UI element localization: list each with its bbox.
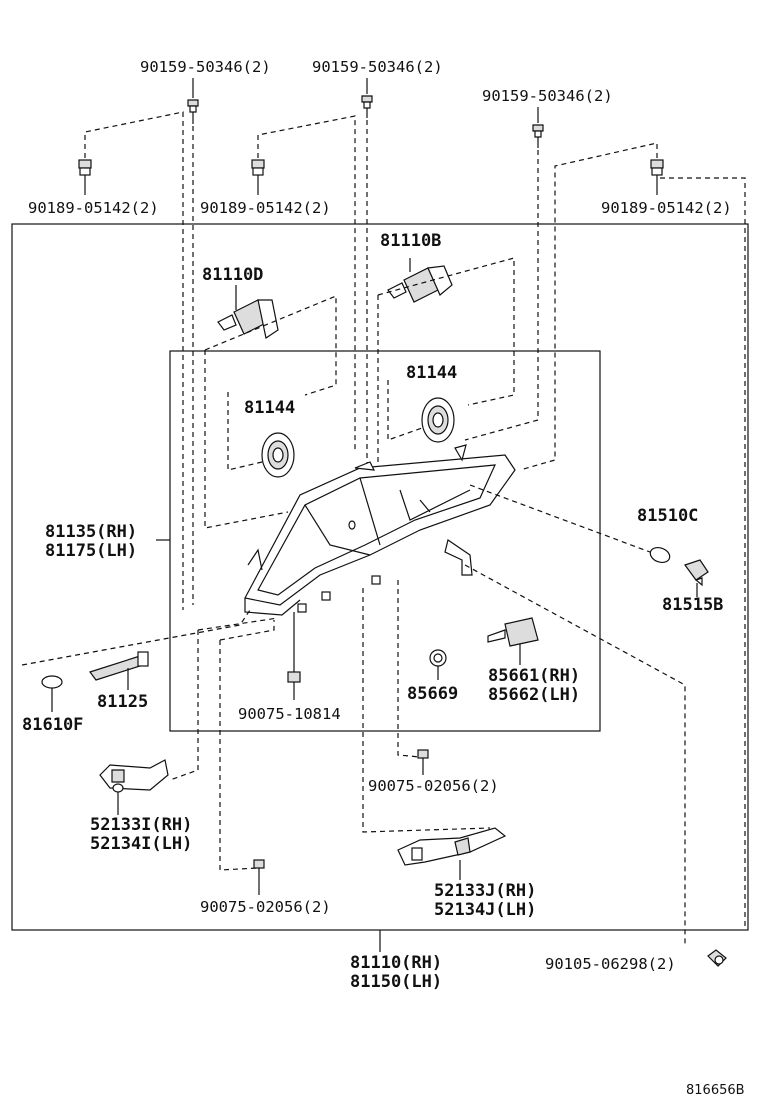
- label-bulb-b: 81110B: [380, 231, 441, 251]
- bulb-81610f-icon: [41, 675, 63, 689]
- housing-subframe: [169, 350, 601, 732]
- label-bolt-c: 90159-50346(2): [482, 87, 613, 105]
- label-screw-02056-lower: 90075-02056(2): [200, 898, 331, 916]
- leader-line: [169, 630, 199, 781]
- leader-line: [397, 580, 421, 758]
- nut-icon: [650, 159, 664, 195]
- label-bracket-j-rh: 52133J(RH): [434, 881, 536, 901]
- headlamp-housing-icon: [244, 444, 516, 616]
- label-ballast-rh: 85661(RH): [488, 666, 580, 686]
- hid-bulb-81110d-icon: [217, 285, 279, 339]
- leader-line: [519, 142, 658, 471]
- label-ballast-lh: 85662(LH): [488, 685, 580, 705]
- label-screw-10814: 90075-10814: [238, 705, 341, 723]
- bolt-icon: [361, 95, 373, 118]
- leader-line: [219, 640, 259, 871]
- label-assy-rh: 81110(RH): [350, 953, 442, 973]
- label-bulb-81610f: 81610F: [22, 715, 83, 735]
- label-bracket-i-rh: 52133I(RH): [90, 815, 192, 835]
- nut-icon: [251, 159, 265, 195]
- dust-cap-left-icon: [261, 432, 295, 478]
- bolt-icon: [532, 124, 544, 148]
- label-bolt-b: 90159-50346(2): [312, 58, 443, 76]
- label-cap-left: 81144: [244, 398, 295, 418]
- label-bracket-j-lh: 52134J(LH): [434, 900, 536, 920]
- label-nut-c: 90189-05142(2): [601, 199, 732, 217]
- label-cap-right: 81144: [406, 363, 457, 383]
- leader-line: [464, 564, 686, 945]
- leader-line: [219, 620, 275, 641]
- label-housing-rh: 81135(RH): [45, 522, 137, 542]
- screw-10814-icon: [287, 671, 301, 683]
- leader-line: [21, 609, 251, 666]
- label-bracket-i-lh: 52134I(LH): [90, 834, 192, 854]
- leader-line: [227, 392, 263, 471]
- leader-line: [464, 150, 539, 441]
- bracket-52133i-icon: [99, 759, 169, 793]
- label-nut-b: 90189-05142(2): [200, 199, 331, 217]
- bracket-52133j-icon: [397, 827, 507, 866]
- leader-line: [362, 588, 491, 833]
- label-socket-b: 81515B: [662, 595, 723, 615]
- label-bolt-a: 90159-50346(2): [140, 58, 271, 76]
- label-bulb-d: 81110D: [202, 265, 263, 285]
- leader-line: [84, 111, 184, 610]
- label-grommet: 85669: [407, 684, 458, 704]
- nut-icon: [78, 159, 92, 195]
- leader-line: [204, 350, 289, 529]
- bolt-icon: [187, 99, 199, 124]
- ballast-85661-icon: [487, 617, 539, 647]
- socket-81515b-icon: [684, 559, 709, 587]
- label-screw-06298: 90105-06298(2): [545, 955, 676, 973]
- hid-bulb-81110b-icon: [387, 258, 453, 303]
- grommet-85669-icon: [429, 649, 447, 667]
- label-bulb-c: 81510C: [637, 506, 698, 526]
- label-socket-81125: 81125: [97, 692, 148, 712]
- label-screw-02056-upper: 90075-02056(2): [368, 777, 499, 795]
- leader-line: [387, 380, 423, 441]
- socket-81125-icon: [89, 651, 149, 681]
- leader-line: [377, 257, 515, 406]
- diagram-reference: 816656B: [686, 1083, 745, 1098]
- bulb-81510c-icon: [649, 546, 671, 564]
- screw-02056-icon: [417, 749, 429, 759]
- label-assy-lh: 81150(LH): [350, 972, 442, 992]
- screw-02056-icon: [253, 859, 265, 869]
- leader-line: [204, 295, 337, 396]
- label-nut-a: 90189-05142(2): [28, 199, 159, 217]
- label-housing-lh: 81175(LH): [45, 541, 137, 561]
- leader-line: [257, 115, 356, 450]
- dust-cap-right-icon: [421, 397, 455, 443]
- leader-line: [197, 617, 279, 631]
- leader-line: [469, 484, 651, 553]
- leader-line: [660, 177, 746, 930]
- screw-06298-icon: [707, 949, 727, 967]
